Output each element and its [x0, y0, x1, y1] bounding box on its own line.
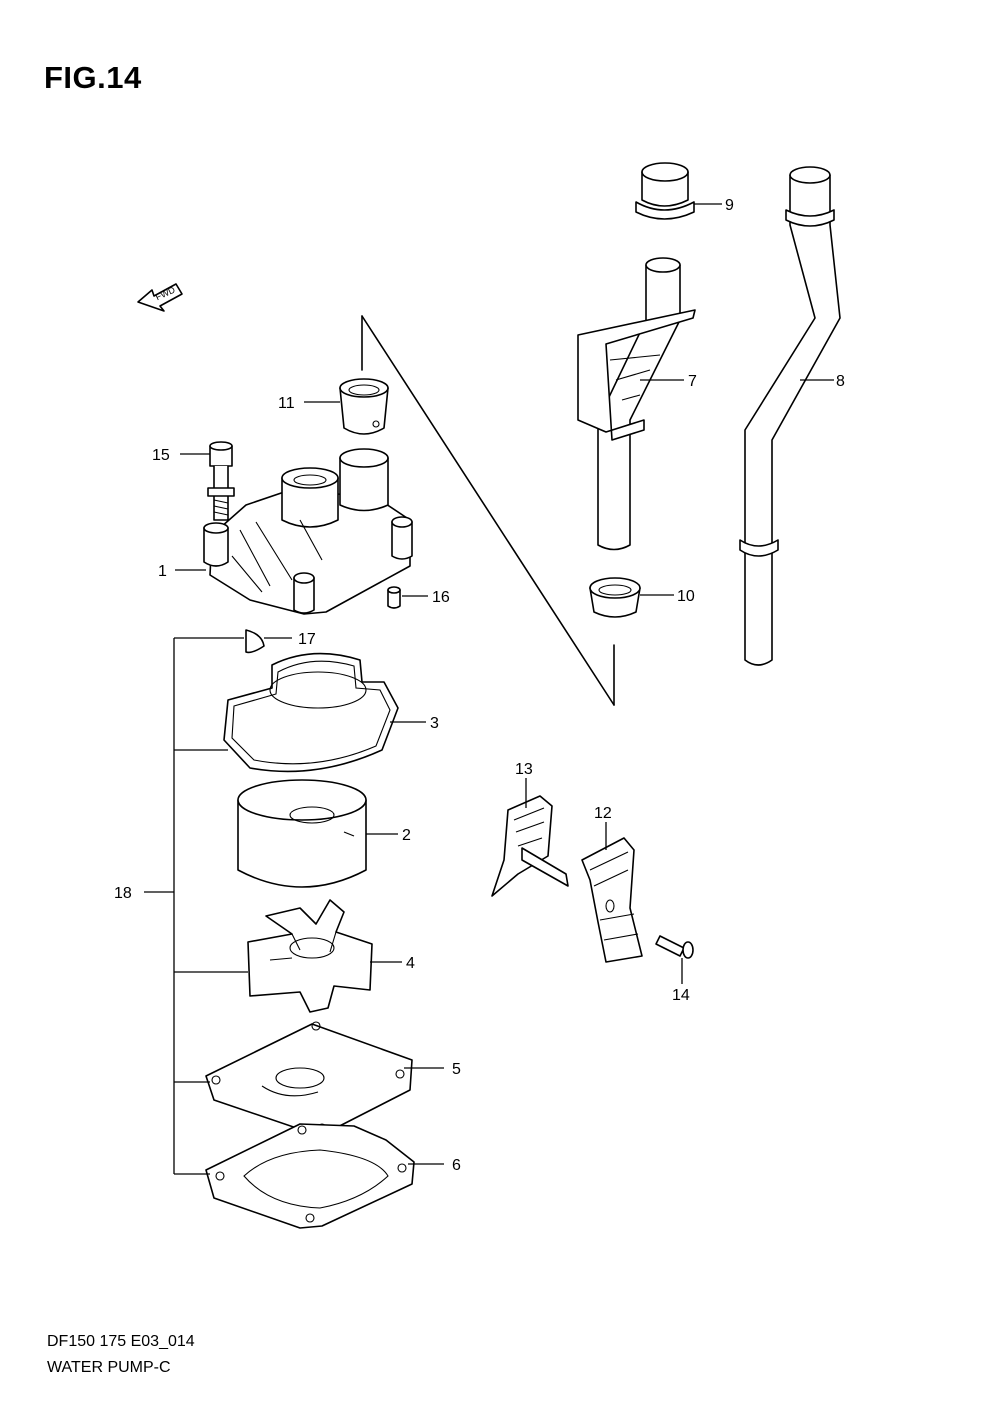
- callout-18: 18: [114, 885, 132, 902]
- callout-7: 7: [688, 373, 697, 390]
- part-8-long-tube: [739, 166, 841, 666]
- part-7-water-tube: [577, 257, 696, 551]
- part-5-wear-plate: [205, 1021, 413, 1137]
- callout-11: 11: [278, 395, 295, 412]
- figure-code: DF150 175 E03_014: [47, 1333, 195, 1350]
- callout-15: 15: [152, 447, 170, 464]
- part-14-screw: [655, 935, 694, 959]
- callout-9: 9: [725, 197, 734, 214]
- callout-6: 6: [452, 1157, 461, 1174]
- callout-8: 8: [836, 373, 845, 390]
- callout-labels: 1 2 3 4 5 6 7 8 9 10 11 12 13 14 15 16 1…: [114, 197, 845, 1174]
- callout-16: 16: [432, 589, 450, 606]
- figure-name: WATER PUMP-C: [47, 1359, 171, 1376]
- assembly-boundary-line: [361, 315, 615, 706]
- part-4-impeller: [247, 899, 373, 1013]
- leader-lines: [175, 203, 834, 1165]
- part-15-bolt: [207, 441, 235, 521]
- callout-4: 4: [406, 955, 415, 972]
- part-2-liner: [237, 779, 367, 888]
- part-17-key: [245, 629, 265, 654]
- callout-3: 3: [430, 715, 439, 732]
- part-3-seal-ring: [223, 652, 399, 773]
- callout-2: 2: [402, 827, 411, 844]
- part-9-sleeve: [635, 162, 695, 220]
- part-13-strainer: [491, 795, 569, 897]
- fwd-arrow-icon: FWD: [137, 283, 183, 312]
- callout-17: 17: [298, 631, 316, 648]
- figure-title: FIG.14: [44, 60, 142, 95]
- callout-12: 12: [594, 805, 612, 822]
- part-16-pin: [387, 586, 401, 609]
- callout-1: 1: [158, 563, 167, 580]
- callout-5: 5: [452, 1061, 461, 1078]
- kit-18-bracket: [144, 637, 248, 1175]
- part-12-strainer: [581, 837, 643, 963]
- part-10-grommet: [589, 577, 641, 618]
- part-11-collar: [339, 378, 389, 435]
- callout-14: 14: [672, 987, 690, 1004]
- callout-10: 10: [677, 588, 695, 605]
- callout-13: 13: [515, 761, 533, 778]
- part-1-pump-case: [203, 448, 413, 615]
- part-6-gasket: [205, 1123, 415, 1229]
